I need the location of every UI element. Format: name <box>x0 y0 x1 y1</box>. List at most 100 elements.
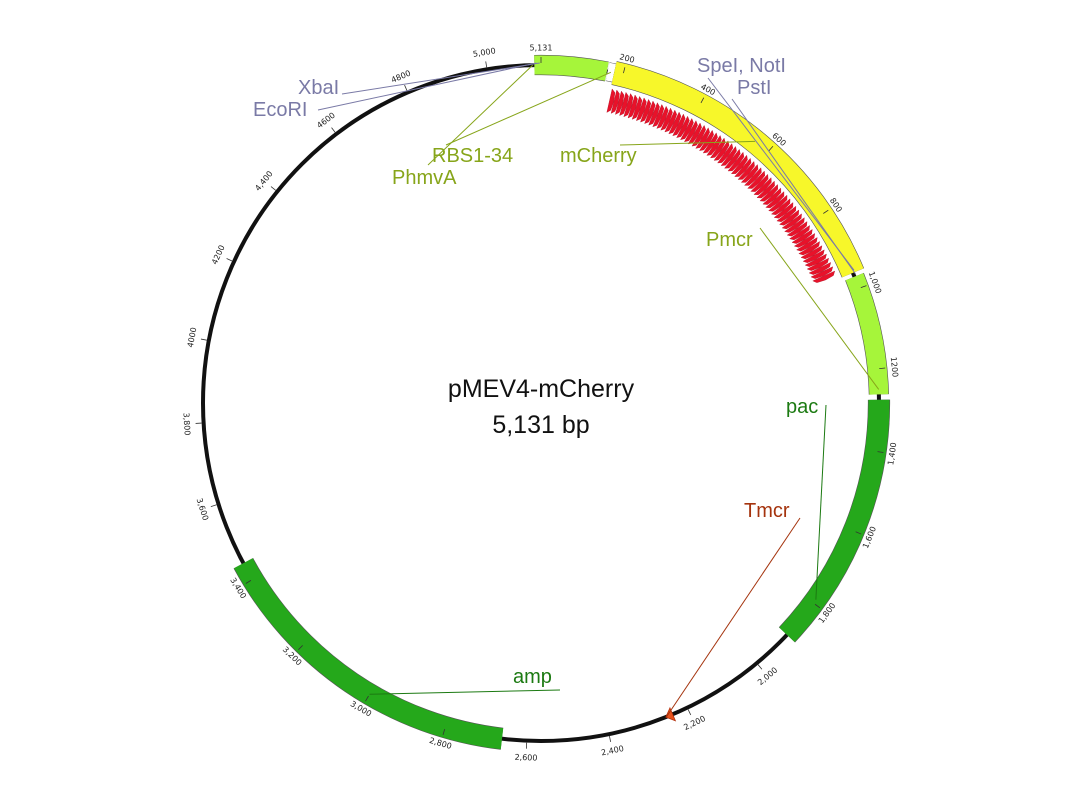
leader-line <box>445 71 612 146</box>
feature-amp <box>234 558 504 750</box>
tick-label: 2,200 <box>682 714 707 732</box>
tick-mark <box>860 285 867 288</box>
orf-arrow <box>740 164 759 183</box>
site-label-ecori: EcoRI <box>253 99 307 121</box>
orf-arrow <box>652 104 665 128</box>
tick-mark <box>298 645 303 650</box>
orf-arrow <box>730 154 748 174</box>
site-label-spei-noti: SpeI, NotI <box>697 55 786 77</box>
orf-arrow <box>684 120 698 143</box>
tick-label: 1,400 <box>886 442 898 466</box>
tick-mark <box>855 531 862 535</box>
orf-arrow <box>713 140 730 161</box>
orf-arrow <box>768 194 788 212</box>
tick-mark <box>687 709 692 716</box>
orf-arrow <box>727 151 745 172</box>
feature-label-rbs1-34: RBS1-34 <box>432 145 513 167</box>
orf-arrow <box>717 143 734 164</box>
orf-arrow <box>798 241 820 256</box>
tick-mark <box>365 695 369 702</box>
feature-label-amp: amp <box>513 666 552 688</box>
orf-arrow <box>676 115 690 138</box>
orf-arrow <box>644 100 656 124</box>
tick-label: 5,000 <box>472 46 496 59</box>
orf-arrow <box>810 266 834 279</box>
tick-label: 4000 <box>186 327 199 349</box>
orf-arrow <box>796 237 818 252</box>
tick-mark <box>623 67 626 74</box>
tick-mark <box>609 735 612 742</box>
tick-label: 200 <box>619 52 636 64</box>
tick-mark <box>823 209 829 214</box>
feature-label-tmcr: Tmcr <box>744 500 790 522</box>
plasmid-name: pMEV4-mCherry <box>448 375 635 403</box>
orf-arrow <box>759 184 778 202</box>
plasmid-length: 5,131 bp <box>492 411 589 439</box>
tick-mark <box>757 664 763 670</box>
feature-pmcr <box>845 273 889 395</box>
orf-arrow <box>724 148 741 169</box>
tick-label: 2,400 <box>600 744 624 757</box>
orf-arrow <box>737 160 755 180</box>
orf-arrow <box>615 90 625 115</box>
orf-arrow <box>789 225 810 241</box>
site-leader <box>317 62 537 111</box>
orf-arrow <box>750 173 769 192</box>
orf-arrow <box>793 233 816 248</box>
orf-arrow <box>640 99 652 123</box>
site-label-psti: PstI <box>737 77 771 99</box>
orf-arrow <box>744 167 762 186</box>
orf-arrow <box>734 157 752 177</box>
orf-arrow <box>648 102 660 126</box>
features-layer <box>233 54 891 750</box>
orf-arrow <box>806 257 829 271</box>
leader-line <box>427 64 534 166</box>
tick-mark <box>270 186 276 191</box>
orf-arrow <box>784 217 805 233</box>
tick-label: 4600 <box>315 111 337 130</box>
leader-line <box>815 404 827 600</box>
tick-mark <box>245 580 252 584</box>
orf-arrow <box>762 187 782 205</box>
orf-arrow <box>627 94 638 119</box>
leader-line <box>369 689 561 695</box>
tick-mark <box>485 61 488 68</box>
orf-arrow <box>802 249 825 263</box>
orf-arrow <box>781 213 802 230</box>
orf-arrow <box>791 229 813 244</box>
feature-pac <box>779 399 890 643</box>
tick-label: 2,000 <box>756 665 779 687</box>
tick-label: 4,400 <box>253 169 274 193</box>
tick-mark <box>879 367 886 370</box>
tick-label: 3,800 <box>181 412 191 435</box>
orf-arrow <box>770 198 791 215</box>
orf-arrow <box>687 122 702 145</box>
orf-arrow <box>786 221 808 237</box>
orf-arrow <box>664 109 677 133</box>
orf-arrow <box>776 205 797 222</box>
orf-arrow <box>753 177 772 195</box>
tick-mark <box>442 728 446 735</box>
orf-arrow <box>672 113 686 137</box>
orf-arrow <box>610 89 620 114</box>
orf-arrow <box>804 253 827 267</box>
orf-arrow <box>812 270 836 283</box>
feature-label-mcherry: mCherry <box>560 145 637 167</box>
orf-arrow <box>660 107 673 131</box>
orf-arrow <box>680 118 694 141</box>
tick-mark <box>210 504 217 507</box>
tick-mark <box>331 127 336 133</box>
feature-phmva <box>534 55 609 81</box>
tick-label: 4800 <box>390 69 412 85</box>
tick-mark <box>404 84 408 91</box>
orf-arrow <box>779 209 800 226</box>
orf-arrow <box>623 93 634 118</box>
orf-arrow <box>656 105 669 129</box>
tick-mark <box>700 97 705 104</box>
orf-arrow <box>636 97 647 122</box>
orf-arrow <box>756 180 775 199</box>
orf-arrow <box>706 135 722 156</box>
tick-label: 3,600 <box>195 497 210 522</box>
